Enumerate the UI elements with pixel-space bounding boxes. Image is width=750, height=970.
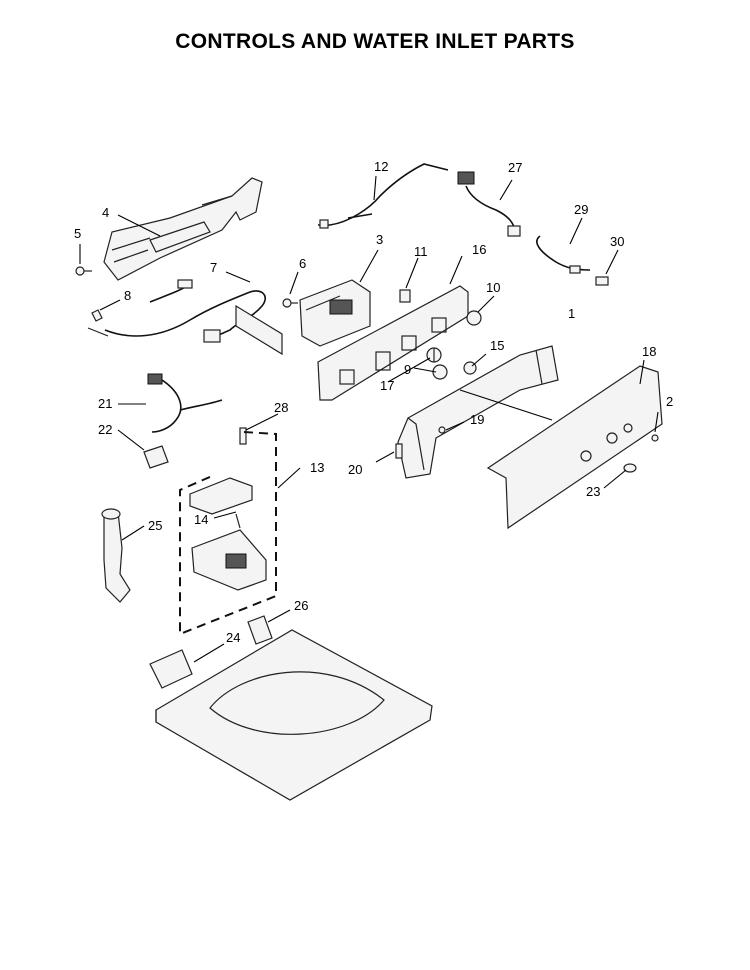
- part-21-wire-harness[interactable]: [147, 373, 223, 433]
- part-11-switch[interactable]: [399, 289, 411, 303]
- callout-27: 27: [508, 160, 522, 175]
- callout-23: 23: [586, 484, 600, 499]
- callout-1: 1: [568, 306, 575, 321]
- part-2-screw[interactable]: [651, 434, 659, 442]
- part-30-connector[interactable]: [595, 276, 609, 286]
- part-29-wire[interactable]: [536, 235, 591, 274]
- part-4-rear-panel[interactable]: [103, 177, 263, 281]
- callout-6: 6: [299, 256, 306, 271]
- callout-14: 14: [194, 512, 208, 527]
- part-27-wire-harness[interactable]: [457, 171, 521, 237]
- part-12-wire-harness[interactable]: [318, 163, 449, 229]
- callout-19: 19: [470, 412, 484, 427]
- callout-5: 5: [74, 226, 81, 241]
- part-18-console-panel[interactable]: [486, 365, 663, 530]
- callout-8: 8: [124, 288, 131, 303]
- callout-16: 16: [472, 242, 486, 257]
- callout-4: 4: [102, 205, 109, 220]
- part-26-bracket[interactable]: [247, 615, 273, 645]
- callout-30: 30: [610, 234, 624, 249]
- part-25-inlet-hose[interactable]: [101, 508, 131, 603]
- callout-2: 2: [666, 394, 673, 409]
- cabinet-base: [155, 629, 433, 801]
- callout-11: 11: [414, 244, 428, 259]
- callout-10: 10: [486, 280, 500, 295]
- callout-24: 24: [226, 630, 240, 645]
- callout-28: 28: [274, 400, 288, 415]
- part-10-knob[interactable]: [466, 310, 482, 326]
- callout-9: 9: [404, 362, 411, 377]
- part-19-screw[interactable]: [438, 426, 446, 434]
- callout-25: 25: [148, 518, 162, 533]
- part-1-console-frame[interactable]: [397, 345, 559, 479]
- part-3-control-board[interactable]: [299, 279, 371, 347]
- part-14-water-valve[interactable]: [189, 477, 267, 591]
- callout-17: 17: [380, 378, 394, 393]
- callout-12: 12: [374, 159, 388, 174]
- part-8-ground-clip[interactable]: [87, 309, 109, 337]
- callout-29: 29: [574, 202, 588, 217]
- part-24-pressure-switch[interactable]: [149, 649, 193, 689]
- page-title: CONTROLS AND WATER INLET PARTS: [175, 30, 575, 53]
- part-23-grommet[interactable]: [623, 463, 637, 473]
- callout-13: 13: [310, 460, 324, 475]
- part-6-screw[interactable]: [282, 298, 298, 308]
- leader-lines: [79, 175, 659, 663]
- part-13-water-inlet-assembly[interactable]: [179, 431, 277, 636]
- part-5-screw[interactable]: [75, 266, 92, 276]
- callout-3: 3: [376, 232, 383, 247]
- callout-7: 7: [210, 260, 217, 275]
- callout-21: 21: [98, 396, 112, 411]
- callout-18: 18: [642, 344, 656, 359]
- part-22-switch[interactable]: [143, 445, 169, 469]
- part-20-screw[interactable]: [395, 443, 403, 459]
- part-7-power-cord[interactable]: [104, 279, 283, 356]
- callout-20: 20: [348, 462, 362, 477]
- part-28-screw[interactable]: [239, 427, 247, 445]
- callout-26: 26: [294, 598, 308, 613]
- callout-15: 15: [490, 338, 504, 353]
- part-17-knob[interactable]: [426, 347, 442, 363]
- callout-22: 22: [98, 422, 112, 437]
